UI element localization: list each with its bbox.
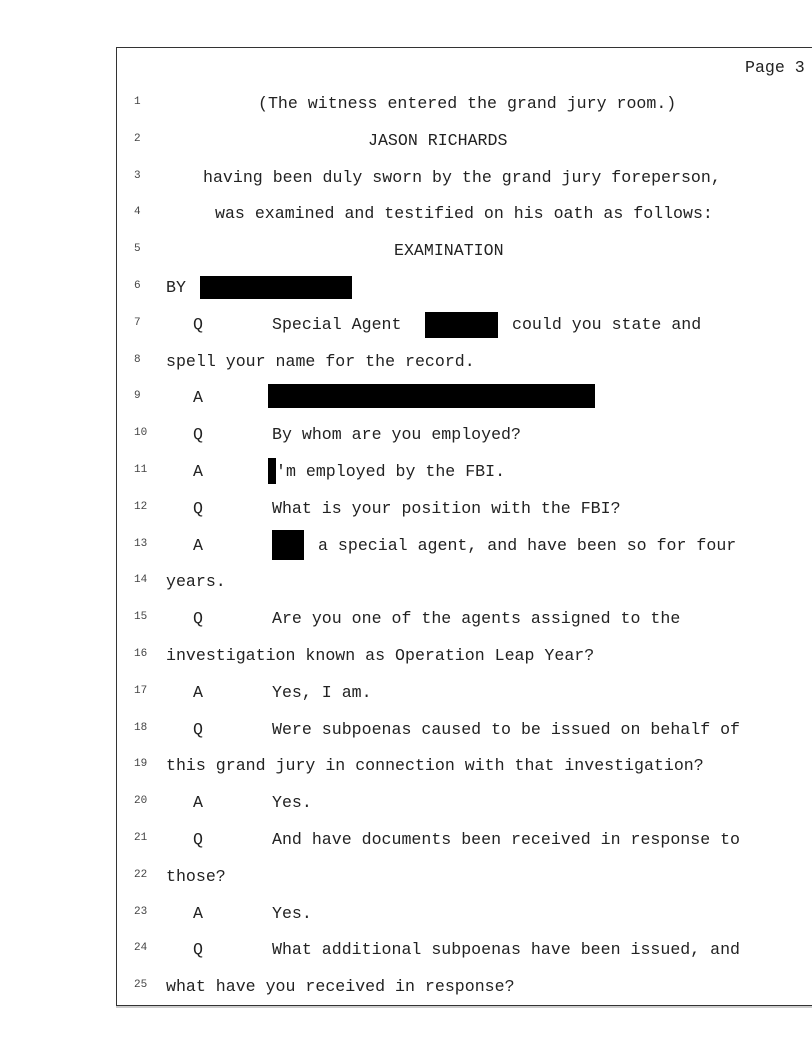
- transcript-line-16: investigation known as Operation Leap Ye…: [166, 646, 595, 665]
- transcript-line-11: 'm employed by the FBI.: [276, 462, 506, 481]
- redaction: [268, 458, 276, 484]
- transcript-line-23: Yes.: [272, 904, 312, 923]
- line-number: 8: [134, 353, 141, 366]
- speaker-q: Q: [193, 609, 203, 628]
- speaker-a: A: [193, 793, 203, 812]
- line-number: 15: [134, 611, 148, 624]
- speaker-q: Q: [193, 830, 203, 849]
- page-number: Page 3: [745, 58, 805, 77]
- line-number: 9: [134, 390, 141, 403]
- line-number: 7: [134, 316, 141, 329]
- line-number: 11: [134, 464, 148, 476]
- speaker-q: Q: [193, 720, 203, 739]
- transcript-page-frame: [116, 47, 812, 1006]
- line-number: 1: [134, 96, 141, 108]
- transcript-line-14: years.: [166, 572, 226, 591]
- transcript-line-24: What additional subpoenas have been issu…: [272, 940, 741, 959]
- line-number: 22: [134, 868, 148, 881]
- line-number: 20: [134, 795, 148, 808]
- transcript-line-4: was examined and testified on his oath a…: [215, 204, 713, 223]
- line-number: 4: [134, 206, 141, 219]
- transcript-line-25: what have you received in response?: [166, 977, 515, 996]
- speaker-q: Q: [193, 315, 203, 334]
- speaker-a: A: [193, 683, 203, 702]
- line-number: 16: [134, 648, 148, 660]
- transcript-line-7a: Special Agent: [272, 315, 402, 334]
- transcript-line-22: those?: [166, 867, 226, 886]
- line-number: 5: [134, 243, 141, 256]
- transcript-line-7b: could you state and: [512, 315, 702, 334]
- line-number: 24: [134, 942, 148, 955]
- line-number: 18: [134, 721, 148, 734]
- line-number: 12: [134, 500, 148, 513]
- transcript-line-21: And have documents been received in resp…: [272, 830, 741, 849]
- speaker-q: Q: [193, 940, 203, 959]
- redaction: [272, 530, 304, 560]
- speaker-a: A: [193, 388, 203, 407]
- examination-heading: EXAMINATION: [394, 241, 504, 260]
- line-number: 23: [134, 905, 148, 918]
- witness-name-heading: JASON RICHARDS: [368, 131, 508, 150]
- speaker-a: A: [193, 904, 203, 923]
- speaker-q: Q: [193, 425, 203, 444]
- transcript-line-10: By whom are you employed?: [272, 425, 521, 444]
- speaker-a: A: [193, 536, 203, 555]
- transcript-line-17: Yes, I am.: [272, 683, 372, 702]
- transcript-line-18: Were subpoenas caused to be issued on be…: [272, 720, 741, 739]
- redaction: [425, 312, 498, 338]
- line-number: 10: [134, 427, 148, 440]
- transcript-line-3: having been duly sworn by the grand jury…: [203, 168, 721, 187]
- speaker-a: A: [193, 462, 203, 481]
- transcript-line-1: (The witness entered the grand jury room…: [258, 94, 677, 113]
- line-number: 21: [134, 832, 148, 844]
- line-number: 6: [134, 280, 141, 292]
- line-number: 2: [134, 132, 141, 145]
- transcript-line-12: What is your position with the FBI?: [272, 499, 621, 518]
- line-number: 17: [134, 684, 148, 697]
- redaction: [268, 384, 595, 408]
- transcript-line-15: Are you one of the agents assigned to th…: [272, 609, 681, 628]
- line-number: 3: [134, 169, 141, 182]
- transcript-line-6: BY: [166, 278, 186, 297]
- transcript-line-8: spell your name for the record.: [166, 352, 475, 371]
- transcript-line-19: this grand jury in connection with that …: [166, 756, 704, 775]
- redaction: [200, 276, 352, 299]
- transcript-line-20: Yes.: [272, 793, 312, 812]
- line-number: 14: [134, 574, 148, 587]
- line-number: 25: [134, 979, 148, 992]
- speaker-q: Q: [193, 499, 203, 518]
- line-number: 13: [134, 537, 148, 550]
- transcript-line-13: a special agent, and have been so for fo…: [318, 536, 737, 555]
- line-number: 19: [134, 758, 148, 771]
